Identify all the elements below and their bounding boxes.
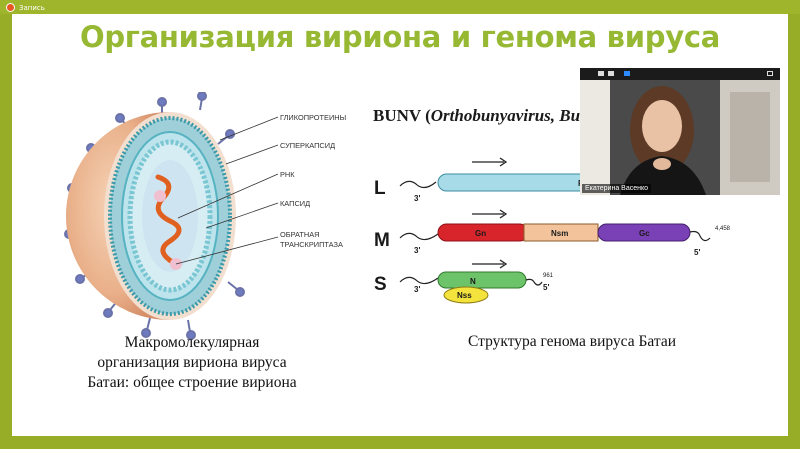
recording-label: Запись (19, 3, 45, 12)
expand-icon[interactable] (767, 71, 773, 76)
caption-line-2: организация вириона вируса (97, 354, 287, 371)
gallery-icon[interactable] (608, 71, 614, 76)
bunv-title: BUNV (Orthobunyavirus, Bu (373, 106, 581, 125)
genome-diagram: L 3' Rd M 3' Gn Nsm Gc 4,458 5' S (372, 144, 732, 314)
segment-s-5prime: 5' (543, 283, 549, 292)
segment-l-letter: L (374, 178, 386, 199)
segment-m-letter: M (374, 230, 390, 251)
participant-photo (580, 80, 780, 195)
segment-s-3prime: 3' (414, 285, 420, 294)
caption-line-3: Батаи: общее строение вириона (87, 374, 297, 391)
transcriptase-dot (154, 190, 166, 202)
caption-virion: Макромолекулярная организация вириона ви… (72, 333, 312, 393)
speaker-view-icon[interactable] (624, 71, 630, 76)
label-reverse: ОБРАТНАЯ (280, 230, 320, 239)
virion-diagram: ГЛИКОПРОТЕИНЫ СУПЕРКАПСИД РНК КАПСИД ОБР… (50, 91, 380, 342)
segment-s-n (437, 271, 527, 289)
svg-text:Gc: Gc (639, 229, 650, 238)
svg-text:Nss: Nss (457, 291, 472, 300)
segment-l-3prime: 3' (414, 194, 420, 203)
record-icon (6, 3, 15, 12)
svg-text:Gn: Gn (475, 229, 486, 238)
label-rna: РНК (280, 170, 295, 179)
segment-m-3prime: 3' (414, 246, 420, 255)
label-glycoproteins: ГЛИКОПРОТЕИНЫ (280, 113, 346, 122)
video-toolbar (580, 68, 780, 80)
rna-strand (155, 174, 182, 266)
label-transcriptase: ТРАНСКРИПТАЗА (280, 240, 343, 249)
segment-s-length: 961 (543, 273, 554, 279)
slide-title: Организация вириона и генома вируса (80, 20, 720, 54)
segment-s-nss (443, 286, 489, 304)
recording-indicator[interactable]: Запись (6, 2, 45, 13)
segment-m-length: 4,458 (715, 226, 731, 232)
caption-line-1: Макромолекулярная (124, 334, 260, 351)
label-capsid: КАПСИД (280, 199, 310, 208)
participant-name: Екатерина Васенко (582, 184, 652, 193)
participant-video[interactable]: Екатерина Васенко (580, 68, 780, 195)
virion-illustration: ГЛИКОПРОТЕИНЫ СУПЕРКАПСИД РНК КАПСИД ОБР… (64, 91, 346, 340)
svg-text:N: N (470, 277, 476, 286)
minimize-icon[interactable] (598, 71, 604, 76)
segment-s-letter: S (374, 274, 387, 295)
svg-text:Nsm: Nsm (551, 229, 568, 238)
recording-bar: Запись (0, 0, 800, 14)
caption-genome: Структура генома вируса Батаи (467, 333, 677, 350)
segment-m-gc (597, 223, 691, 242)
segment-m-5prime: 5' (694, 248, 700, 257)
label-supercapsid: СУПЕРКАПСИД (280, 141, 335, 150)
